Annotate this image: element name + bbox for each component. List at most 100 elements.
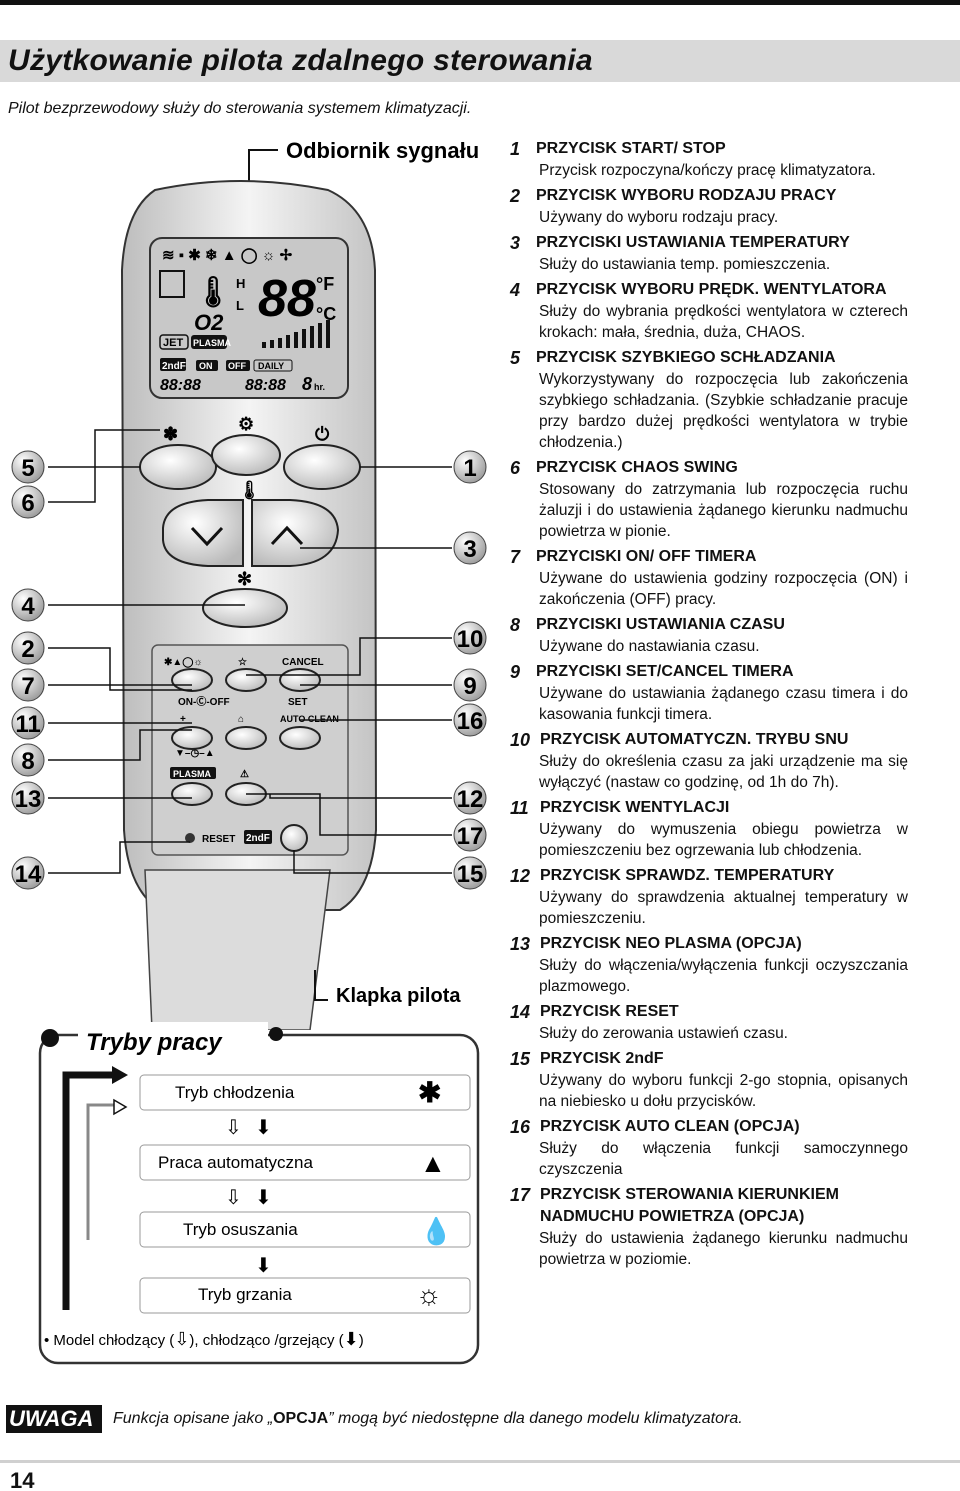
arrow-down-filled-icon: ⬇ (255, 1255, 272, 1277)
item-number: 11 (510, 798, 529, 818)
modes-corner-dot (41, 1029, 59, 1047)
svg-text:⚙: ⚙ (238, 414, 254, 434)
svg-text:8: 8 (302, 374, 312, 394)
mode-select-button[interactable] (171, 668, 213, 692)
description-heading: 3 PRZYCISKI USTAWIANIA TEMPERATURY (510, 232, 908, 254)
item-number: 7 (510, 547, 521, 567)
svg-text:✱▲◯☼: ✱▲◯☼ (164, 657, 203, 668)
svg-text:+: + (180, 714, 186, 725)
item-title: PRZYCISKI SET/CANCEL TIMERA (536, 663, 794, 680)
item-title: PRZYCISK WENTYLACJI (540, 799, 730, 816)
svg-text:11: 11 (15, 711, 40, 738)
temp-up-button[interactable] (251, 499, 340, 567)
keypad-labels: ✱▲◯☼ ☆ CANCEL ON-Ⓒ-OFF SET + ⌂ AUTO CLEA… (164, 657, 339, 845)
svg-text:OFF: OFF (228, 361, 246, 371)
mode-button[interactable] (211, 434, 281, 476)
item-title: PRZYCISKI USTAWIANIA TEMPERATURY (536, 234, 850, 251)
arrow-down-outline-icon: ⇩ (225, 1187, 242, 1209)
lcd-frame (149, 237, 349, 399)
temp-down-button[interactable] (162, 499, 244, 567)
item-title: PRZYCISK NEO PLASMA (OPCJA) (540, 935, 802, 952)
item-title: PRZYCISK START/ STOP (536, 140, 726, 157)
callouts-left: 5 6 4 2 7 11 8 13 14 (11, 450, 45, 890)
description-heading: 11 PRZYCISK WENTYLACJI (510, 797, 908, 819)
item-description: Przycisk rozpoczyna/kończy pracę klimaty… (539, 162, 876, 179)
svg-text:O2: O2 (194, 310, 224, 335)
plasma-button[interactable] (171, 782, 213, 806)
item-title: PRZYCISK SZYBKIEGO SCHŁADZANIA (536, 349, 836, 366)
fan-speed-button[interactable] (202, 588, 288, 628)
description-heading: 9 PRZYCISKI SET/CANCEL TIMERA (510, 661, 908, 683)
auto-clean-button[interactable] (279, 726, 321, 750)
svg-text:°F: °F (316, 274, 334, 294)
chevron-up-icon (270, 525, 304, 546)
flap-pointer (314, 970, 328, 1001)
svg-text:88: 88 (258, 270, 316, 328)
vent-button[interactable] (171, 726, 213, 750)
top-rule (0, 0, 960, 5)
item-number: 3 (510, 233, 521, 253)
item-number: 1 (510, 139, 521, 159)
auto-icon: ▲ (420, 1148, 446, 1178)
description-heading: 1 PRZYCISK START/ STOP (510, 138, 908, 160)
item-description: Używane do nastawiania czasu. (539, 638, 760, 655)
item-number: 9 (510, 662, 521, 682)
page-title: Użytkowanie pilota zdalnego sterowania (8, 44, 593, 77)
remote-diagram: Odbiornik sygnału ≋ ▪ ✱ ❄ ▲ ◯ ☼ ✢ 🌡 H L … (11, 138, 487, 1030)
cancel-button[interactable] (279, 668, 321, 692)
sleep-button[interactable] (225, 668, 267, 692)
jet-cool-button[interactable] (139, 444, 217, 490)
modes-title: Tryby pracy (86, 1029, 223, 1056)
second-f-button[interactable] (280, 824, 308, 852)
svg-text:1: 1 (463, 455, 476, 482)
svg-text:≋ ▪ ✱ ❄ ▲ ◯ ☼ ✢: ≋ ▪ ✱ ❄ ▲ ◯ ☼ ✢ (162, 247, 293, 265)
item-number: 10 (510, 730, 531, 750)
item-number: 5 (510, 348, 521, 368)
svg-text:✽: ✽ (163, 424, 178, 444)
svg-text:7: 7 (21, 673, 34, 700)
svg-text:SET: SET (288, 697, 307, 708)
mode-cooling: Tryb chłodzenia (175, 1083, 295, 1102)
arrow-down-filled-icon: ⬇ (255, 1187, 272, 1209)
item-title: PRZYCISK AUTO CLEAN (OPCJA) (540, 1118, 800, 1135)
item-description: Używane do ustawienia godziny rozpoczęci… (539, 570, 908, 608)
svg-text:✻: ✻ (237, 569, 252, 589)
note-label: UWAGA (6, 1405, 102, 1433)
svg-text:⚠: ⚠ (240, 769, 249, 780)
item-description: Używany do wymuszenia obiegu powietrza w… (539, 821, 908, 859)
svg-text:⌂: ⌂ (238, 714, 244, 725)
room-temp-button[interactable] (225, 726, 267, 750)
svg-text:2ndF: 2ndF (162, 361, 186, 372)
svg-text:☆: ☆ (238, 657, 247, 668)
item-title: PRZYCISK AUTOMATYCZN. TRYBU SNU (540, 731, 849, 748)
svg-text:ON: ON (199, 361, 213, 371)
svg-text:🌡: 🌡 (194, 276, 232, 309)
svg-text:14: 14 (15, 861, 42, 888)
cycle-arrows (62, 1066, 128, 1310)
droplet-icon: 💧 (420, 1216, 452, 1246)
mode-auto: Praca automatyczna (158, 1153, 314, 1172)
svg-text:• Model chłodzący (⇩), chłodzą: • Model chłodzący (⇩), chłodząco /grzeją… (44, 1329, 364, 1349)
modes-footnote: • Model chłodzący (⇩), chłodząco /grzeją… (44, 1329, 364, 1349)
start-stop-button[interactable] (283, 444, 361, 490)
svg-text:RESET: RESET (202, 834, 235, 845)
svg-text:2: 2 (21, 636, 34, 663)
item-description: Służy do włączenia funkcji samoczynnego … (539, 1140, 908, 1178)
svg-text:5: 5 (21, 455, 34, 482)
reset-button[interactable] (185, 833, 195, 843)
svg-text:JET: JET (163, 337, 183, 349)
